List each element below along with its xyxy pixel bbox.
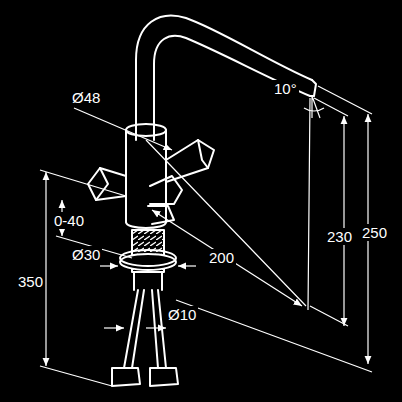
dimension-label: 250 xyxy=(360,224,389,241)
dimension-label: Ø10 xyxy=(166,306,198,323)
dimension-label: 0-40 xyxy=(52,212,86,229)
dimension-label: 230 xyxy=(325,228,354,245)
dimension-label: 10° xyxy=(272,80,299,97)
dimension-label: 200 xyxy=(207,249,236,266)
dimension-label: 350 xyxy=(16,273,45,290)
dimension-label: Ø30 xyxy=(70,246,102,263)
dimension-label: Ø48 xyxy=(70,89,102,106)
